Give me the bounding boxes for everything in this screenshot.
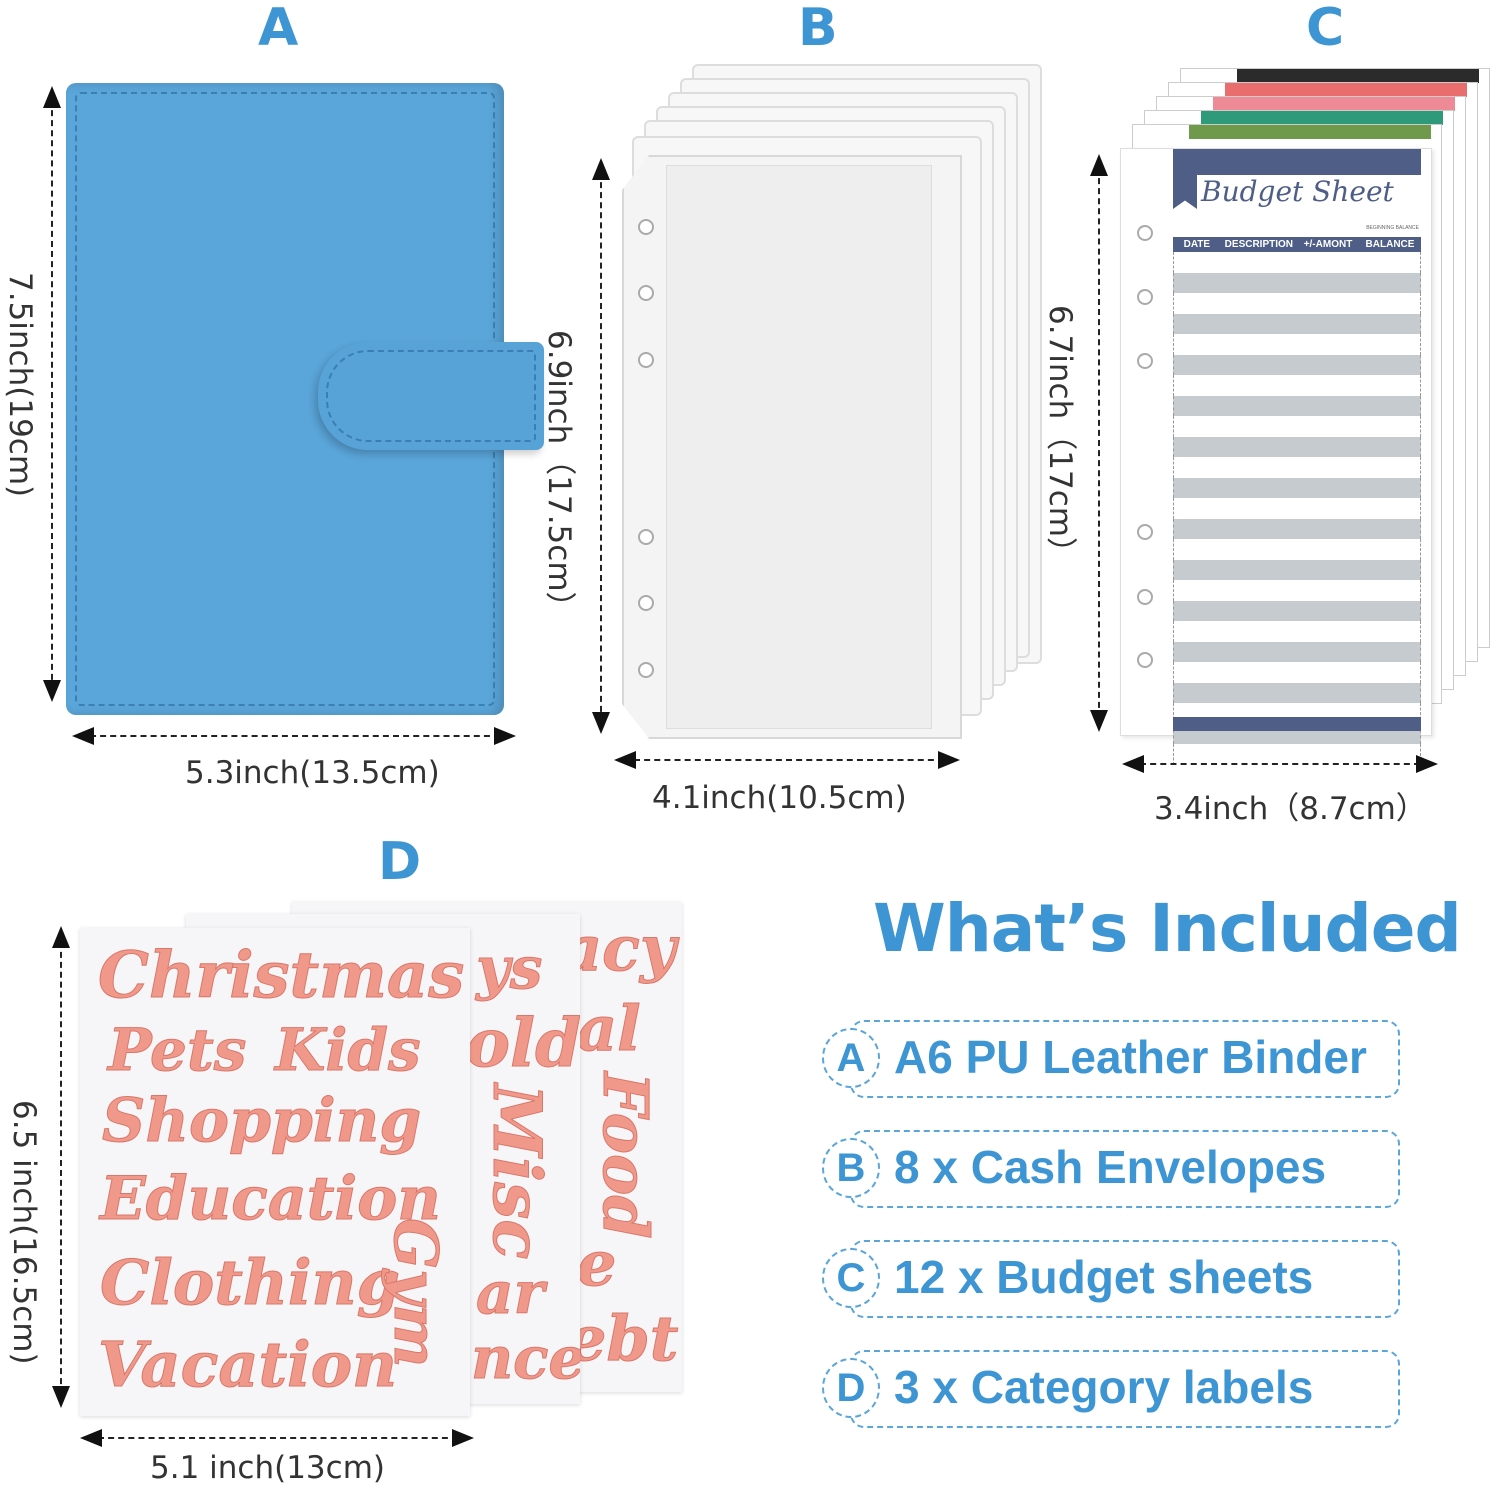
budget-table-header: DATE DESCRIPTION +/-AMONT BALANCE xyxy=(1173,237,1421,252)
item-letter-badge: B xyxy=(822,1138,880,1198)
item-text: 3 x Category labels xyxy=(894,1361,1314,1413)
included-item-d: D 3 x Category labels xyxy=(822,1350,1400,1428)
item-letter-badge: C xyxy=(822,1248,880,1308)
column-amount: +/-AMONT xyxy=(1303,239,1353,250)
item-letter-badge: A xyxy=(822,1028,880,1088)
beginning-balance-label: BEGINNING BALANCE xyxy=(1366,225,1419,231)
arrow-down-icon xyxy=(52,1386,70,1408)
arrow-left-icon xyxy=(80,1429,102,1447)
label-pets: Pets xyxy=(107,1016,247,1085)
width-dimension-line xyxy=(98,1437,458,1439)
arrow-right-icon xyxy=(938,751,960,769)
arrow-down-icon xyxy=(592,712,610,734)
binder-width-label: 5.3inch(13.5cm) xyxy=(185,755,440,791)
arrow-right-icon xyxy=(452,1429,474,1447)
included-item-b: B 8 x Cash Envelopes xyxy=(822,1130,1400,1208)
arrow-up-icon xyxy=(52,926,70,948)
width-dimension-line xyxy=(634,759,944,761)
item-text: 8 x Cash Envelopes xyxy=(894,1141,1327,1193)
width-dimension-line xyxy=(1140,763,1420,765)
height-dimension-line xyxy=(60,942,62,1394)
height-dimension-line xyxy=(51,100,53,690)
arrow-up-icon xyxy=(592,158,610,180)
included-item-c: C 12 x Budget sheets xyxy=(822,1240,1400,1318)
width-dimension-line xyxy=(90,735,500,737)
section-letter-c: C xyxy=(1306,0,1345,58)
sheet-height-label: 6.7inch（17cm） xyxy=(1042,305,1078,568)
arrow-up-icon xyxy=(1090,154,1108,176)
binder-height-label: 7.5inch(19cm) xyxy=(2,272,38,498)
arrow-right-icon xyxy=(1416,755,1438,773)
label-sheet-front: Christmas Pets Kids Shopping Education C… xyxy=(80,928,470,1416)
budget-sheet: Budget Sheet BEGINNING BALANCE DATE DESC… xyxy=(1120,148,1432,765)
arrow-up-icon xyxy=(43,86,61,108)
budget-sheet-title: Budget Sheet xyxy=(1201,175,1394,208)
label-kids: Kids xyxy=(275,1016,422,1085)
label-education: Education xyxy=(100,1164,442,1235)
envelope-width-label: 4.1inch(10.5cm) xyxy=(652,780,907,816)
item-letter-badge: D xyxy=(822,1358,880,1418)
whats-included-title: What’s Included xyxy=(873,890,1462,967)
item-text: 12 x Budget sheets xyxy=(894,1251,1314,1303)
arrow-left-icon xyxy=(1122,755,1144,773)
included-item-a: A A6 PU Leather Binder xyxy=(822,1020,1400,1098)
height-dimension-line xyxy=(1098,168,1100,718)
column-date: DATE xyxy=(1183,239,1211,250)
label-vacation: Vacation xyxy=(97,1328,398,1402)
arrow-down-icon xyxy=(43,680,61,702)
column-balance: BALANCE xyxy=(1365,239,1415,250)
column-description: DESCRIPTION xyxy=(1224,239,1294,250)
binder-snap-strap xyxy=(318,342,544,450)
arrow-down-icon xyxy=(1090,710,1108,732)
arrow-left-icon xyxy=(72,727,94,745)
labels-height-label: 6.5 inch(16.5cm) xyxy=(6,1100,42,1365)
height-dimension-line xyxy=(600,172,602,722)
section-letter-b: B xyxy=(798,0,838,58)
arrow-left-icon xyxy=(614,751,636,769)
section-letter-a: A xyxy=(258,0,299,58)
envelope-height-label: 6.9inch（17.5cm） xyxy=(541,330,577,623)
label-christmas: Christmas xyxy=(97,938,465,1014)
budget-table: DATE DESCRIPTION +/-AMONT BALANCE xyxy=(1173,237,1421,765)
label-shopping: Shopping xyxy=(101,1086,422,1157)
section-letter-d: D xyxy=(378,832,422,892)
item-text: A6 PU Leather Binder xyxy=(894,1031,1367,1083)
cash-envelope xyxy=(622,155,962,739)
arrow-right-icon xyxy=(494,727,516,745)
label-clothing: Clothing xyxy=(100,1246,401,1320)
labels-width-label: 5.1 inch(13cm) xyxy=(150,1450,385,1486)
sheet-width-label: 3.4inch（8.7cm） xyxy=(1154,791,1427,827)
